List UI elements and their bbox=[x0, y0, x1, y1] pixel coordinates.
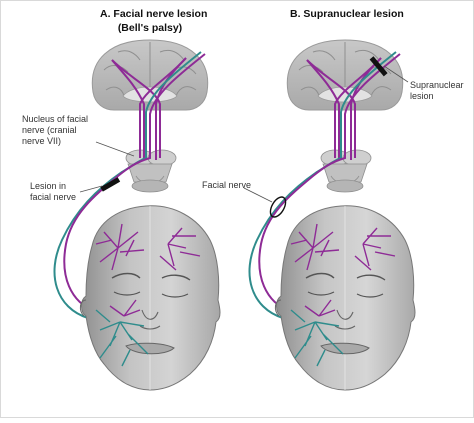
label-lesion-line2: facial nerve bbox=[30, 192, 77, 202]
face-a bbox=[79, 205, 221, 391]
brain-b bbox=[286, 39, 404, 111]
label-facial-nerve: Facial nerve bbox=[202, 180, 252, 190]
face-branches-b bbox=[290, 223, 396, 367]
facial-nerve-marker bbox=[269, 196, 287, 218]
lesion-marker-a bbox=[100, 177, 121, 192]
supranuclear-leader-line bbox=[383, 65, 409, 83]
label-supranuclear-line2: lesion bbox=[410, 91, 434, 101]
label-nucleus-line2: nerve (cranial bbox=[22, 125, 77, 135]
panel-b bbox=[243, 39, 416, 391]
panel-a bbox=[53, 39, 221, 391]
nucleus-leader-line bbox=[95, 141, 135, 157]
panel-b-title: B. Supranuclear lesion bbox=[290, 8, 404, 20]
label-lesion-line1: Lesion in bbox=[30, 181, 67, 191]
brainstem-a bbox=[125, 149, 177, 193]
supranuclear-lesion-marker bbox=[369, 56, 388, 77]
face-b bbox=[274, 205, 416, 391]
facial-nerve-leader-line bbox=[243, 187, 273, 203]
panel-a-title: A. Facial nerve lesion bbox=[100, 8, 208, 20]
label-supranuclear-line1: Supranuclear bbox=[410, 80, 464, 90]
brain-a bbox=[91, 39, 209, 111]
label-nucleus-line3: nerve VII) bbox=[22, 136, 62, 146]
label-nucleus-line1: Nucleus of facial bbox=[22, 114, 89, 124]
face-branches-a bbox=[95, 223, 201, 367]
panel-a-subtitle: (Bell's palsy) bbox=[117, 22, 183, 34]
lesion-leader-line bbox=[79, 185, 103, 193]
